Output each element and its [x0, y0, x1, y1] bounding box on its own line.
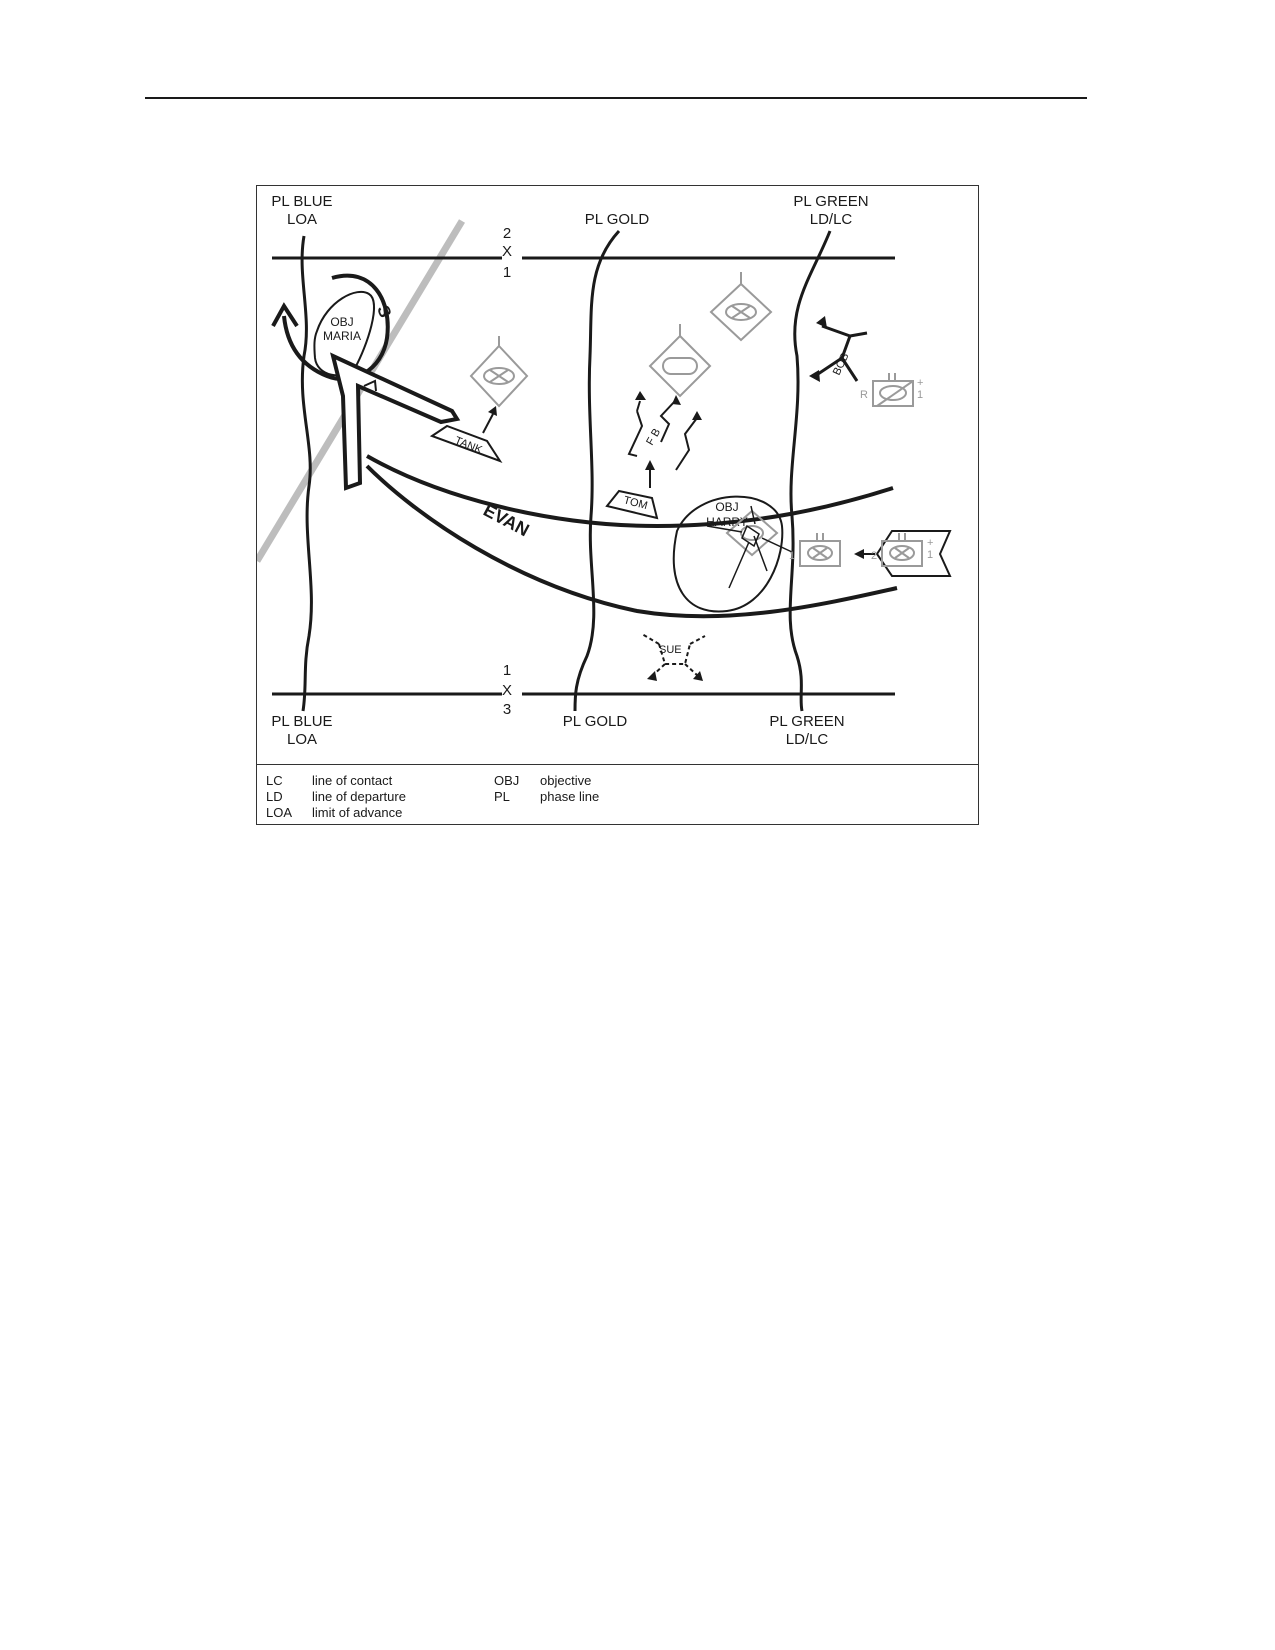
enemy-unit-diamond-3	[709, 272, 773, 342]
legend-meaning: line of departure	[312, 789, 406, 804]
seize-s-label: S	[373, 303, 395, 320]
objective-harry-outline	[672, 495, 784, 613]
unit-1-left-label: 1	[789, 550, 795, 562]
sue-arrowheads	[647, 671, 703, 681]
legend-abbr: PL	[494, 789, 510, 804]
objective-maria-outline	[313, 290, 375, 377]
sue-frame	[641, 633, 706, 677]
enemy-unit-diamond-4	[725, 509, 779, 557]
unit-r-plus-label: +	[917, 377, 923, 389]
boundary-bottom-label-2: X	[502, 682, 512, 699]
boundary-top-label-1: 2	[503, 225, 511, 242]
boundary-top-label-2: X	[502, 243, 512, 260]
tank-arrow-shaft	[482, 413, 494, 434]
legend-item-pl: PL phase line	[494, 789, 599, 805]
seize-arrowhead	[271, 302, 299, 328]
pl-green-top-label-1: PL GREEN	[793, 193, 868, 210]
unit-plus-label: +	[927, 537, 933, 549]
unit-tom-marker	[605, 489, 659, 520]
legend-meaning: limit of advance	[312, 805, 403, 820]
pl-blue-top-label-1: PL BLUE	[271, 193, 332, 210]
boundary-bottom-label-1: 1	[503, 662, 511, 679]
boundary-bottom-label-3: 3	[503, 701, 511, 718]
unit-r-1-label: 1	[917, 389, 923, 401]
operations-overlay-figure: OBJ MARIA S EVAN TANK TOM	[256, 185, 979, 825]
friendly-unit-box-2	[881, 533, 923, 567]
axis-evan-lower	[365, 464, 898, 619]
legend-abbr: LOA	[266, 805, 293, 820]
objective-maria-label-line2: MARIA	[323, 329, 361, 343]
unit-2-label: 2	[871, 550, 877, 562]
fb-frame-right	[675, 417, 698, 471]
pl-blue-bottom-label-1: PL BLUE	[271, 713, 332, 730]
pl-blue-bottom-label-2: LOA	[287, 731, 317, 748]
fb-label: F B	[644, 427, 663, 448]
supporting-attack-arrow	[330, 352, 461, 491]
axis-evan-upper	[366, 454, 894, 529]
tank-arrowhead	[488, 406, 497, 416]
pl-gold-top-label: PL GOLD	[585, 211, 650, 228]
unit-sue-label: SUE	[659, 644, 682, 656]
enemy-unit-diamond-2	[648, 324, 712, 398]
operations-overlay-map: OBJ MARIA S EVAN TANK TOM	[257, 193, 952, 748]
legend-abbr: LC	[266, 773, 283, 788]
legend-item-lc: LC line of contact	[266, 773, 392, 789]
legend-item-loa: LOA limit of advance	[266, 805, 402, 821]
tom-arrowhead	[645, 460, 655, 470]
legend-meaning: line of contact	[312, 773, 393, 788]
phase-line-gold	[573, 229, 621, 712]
fb-arrowheads	[635, 391, 702, 420]
legend-abbr: OBJ	[494, 773, 520, 788]
pl-green-bottom-label-1: PL GREEN	[769, 713, 844, 730]
legend-meaning: phase line	[540, 789, 600, 804]
phase-line-blue	[300, 235, 313, 712]
enemy-unit-diamond-1	[469, 336, 529, 408]
unit-r-label: R	[860, 389, 868, 401]
objective-harry-label-line2: HARRY	[706, 515, 748, 529]
unit-arrowhead	[854, 549, 864, 559]
legend-item-obj: OBJ objective	[494, 773, 591, 789]
page-header-rule	[145, 97, 1087, 99]
boundary-top-label-3: 1	[503, 264, 511, 281]
unit-tank-marker	[429, 424, 503, 463]
friendly-unit-box-1	[799, 533, 841, 567]
unit-bob-label: BOB	[831, 351, 852, 377]
axis-evan-label: EVAN	[480, 500, 532, 541]
legend: LC line of contact LD line of departure LO…	[257, 764, 978, 824]
arrow-tick-marks	[363, 379, 377, 392]
reserve-unit-box	[872, 373, 914, 407]
harry-strike-lines	[706, 505, 793, 589]
pl-green-top-label-2: LD/LC	[810, 211, 853, 228]
legend-meaning: objective	[540, 773, 592, 788]
pl-green-bottom-label-2: LD/LC	[786, 731, 829, 748]
pl-gold-bottom-label: PL GOLD	[563, 713, 628, 730]
unit-1-right-label: 1	[927, 549, 933, 561]
bob-arrowheads	[809, 316, 827, 382]
objective-harry-label-line1: OBJ	[715, 500, 738, 514]
phase-line-green	[788, 230, 832, 712]
fb-frame-left	[627, 400, 644, 457]
pl-blue-top-label-2: LOA	[287, 211, 317, 228]
legend-abbr: LD	[266, 789, 283, 804]
legend-item-ld: LD line of departure	[266, 789, 406, 805]
fb-zigzag	[659, 400, 676, 443]
objective-maria-label-line1: OBJ	[330, 315, 353, 329]
